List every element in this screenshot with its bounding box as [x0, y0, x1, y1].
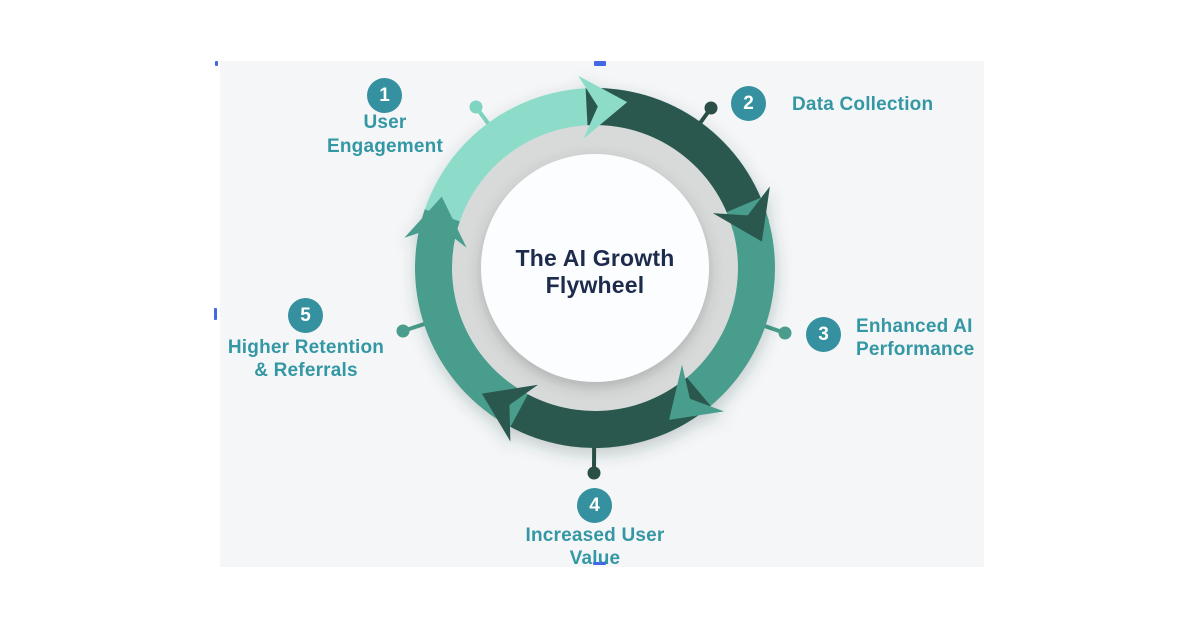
step-5-connector-dot — [396, 324, 410, 338]
step-3-badge: 3 — [806, 317, 841, 352]
diagram-title-line1: The AI Growth — [515, 245, 675, 271]
flywheel-gray-ring — [452, 125, 738, 411]
flywheel-segment-2 — [585, 87, 769, 231]
flywheel-arrowhead-5 — [404, 196, 467, 248]
diagram-title-line2: Flywheel — [545, 272, 645, 298]
step-3-label-line2: Performance — [856, 339, 975, 360]
step-4-label-increased-user-value: Increased User Value — [485, 524, 705, 570]
blue-artifact-mark — [594, 61, 606, 66]
flywheel-arrowhead-2 — [712, 186, 770, 242]
blue-artifact-mark — [215, 61, 218, 66]
step-3-connector-dot — [778, 326, 792, 340]
diagram-title: The AI Growth Flywheel — [455, 245, 735, 299]
step-3-label-line1: Enhanced AI — [856, 316, 973, 337]
step-5-label-line1: Higher Retention — [227, 337, 385, 358]
step-4-connector-dot — [587, 466, 601, 480]
step-4-label-line2: Value — [569, 548, 621, 569]
flywheel-segment-3 — [670, 197, 775, 421]
step-2-number: 2 — [743, 92, 754, 114]
step-5-number: 5 — [300, 304, 311, 326]
step-1-label-user-engagement: User Engagement — [275, 111, 495, 159]
step-4-label-line1: Increased User — [525, 525, 665, 546]
flywheel-segment-4 — [489, 377, 711, 448]
step-1-connector-dot — [469, 100, 483, 114]
blue-artifact-mark — [214, 308, 217, 320]
flywheel-segment-5 — [415, 209, 528, 427]
flywheel-arrowhead-3 — [669, 364, 725, 420]
flywheel-arrowhead-1 — [578, 75, 628, 139]
blue-artifact-mark — [593, 562, 606, 565]
step-5-badge: 5 — [288, 298, 323, 333]
step-2-connector-dot — [704, 101, 718, 115]
step-1-badge: 1 — [367, 78, 402, 113]
step-2-badge: 2 — [731, 86, 766, 121]
step-4-number: 4 — [589, 494, 600, 516]
flywheel-segment-1 — [418, 88, 611, 241]
step-4-badge: 4 — [577, 488, 612, 523]
step-1-label-line1: User — [363, 112, 407, 133]
step-5-label-higher-retention-referrals: Higher Retention & Referrals — [196, 336, 416, 382]
step-1-label-line2: Engagement — [326, 136, 444, 157]
flywheel-center-circle — [481, 154, 709, 382]
step-5-label-line2: & Referrals — [254, 360, 358, 381]
step-2-label-line1: Data Collection — [792, 94, 934, 115]
step-1-number: 1 — [379, 84, 390, 106]
step-3-number: 3 — [818, 323, 829, 345]
step-2-label-data-collection: Data Collection — [792, 93, 1032, 116]
flywheel-arrowhead-4 — [481, 384, 538, 442]
step-3-label-enhanced-ai-performance: Enhanced AI Performance — [856, 315, 1076, 361]
